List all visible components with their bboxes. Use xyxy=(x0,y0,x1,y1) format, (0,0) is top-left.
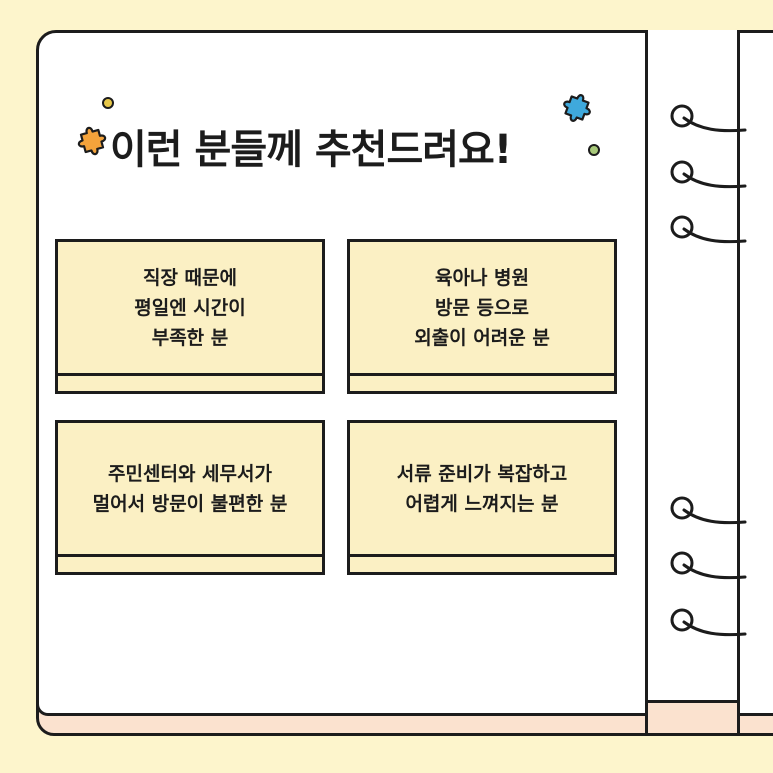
recommend-card-1: 직장 때문에 평일엔 시간이 부족한 분 xyxy=(55,239,325,394)
card-text: 직장 때문에 평일엔 시간이 부족한 분 xyxy=(134,267,246,349)
page-title: 이런 분들께 추천드려요! xyxy=(110,127,512,173)
card-text: 육아나 병원 방문 등으로 외출이 어려운 분 xyxy=(414,267,550,349)
recommend-card-2: 육아나 병원 방문 등으로 외출이 어려운 분 xyxy=(347,239,617,394)
recommend-card-4: 서류 준비가 복잡하고 어렵게 느껴지는 분 xyxy=(347,420,617,575)
card-text: 주민센터와 세무서가 멀어서 방문이 불편한 분 xyxy=(92,463,288,515)
card-strip xyxy=(58,554,322,572)
card-text: 서류 준비가 복잡하고 어렵게 느껴지는 분 xyxy=(396,463,568,515)
notebook-spine xyxy=(645,30,740,736)
card-strip xyxy=(350,373,614,391)
recommend-card-3: 주민센터와 세무서가 멀어서 방문이 불편한 분 xyxy=(55,420,325,575)
card-strip xyxy=(350,554,614,572)
spine-bottom-edge xyxy=(645,700,740,736)
card-strip xyxy=(58,373,322,391)
